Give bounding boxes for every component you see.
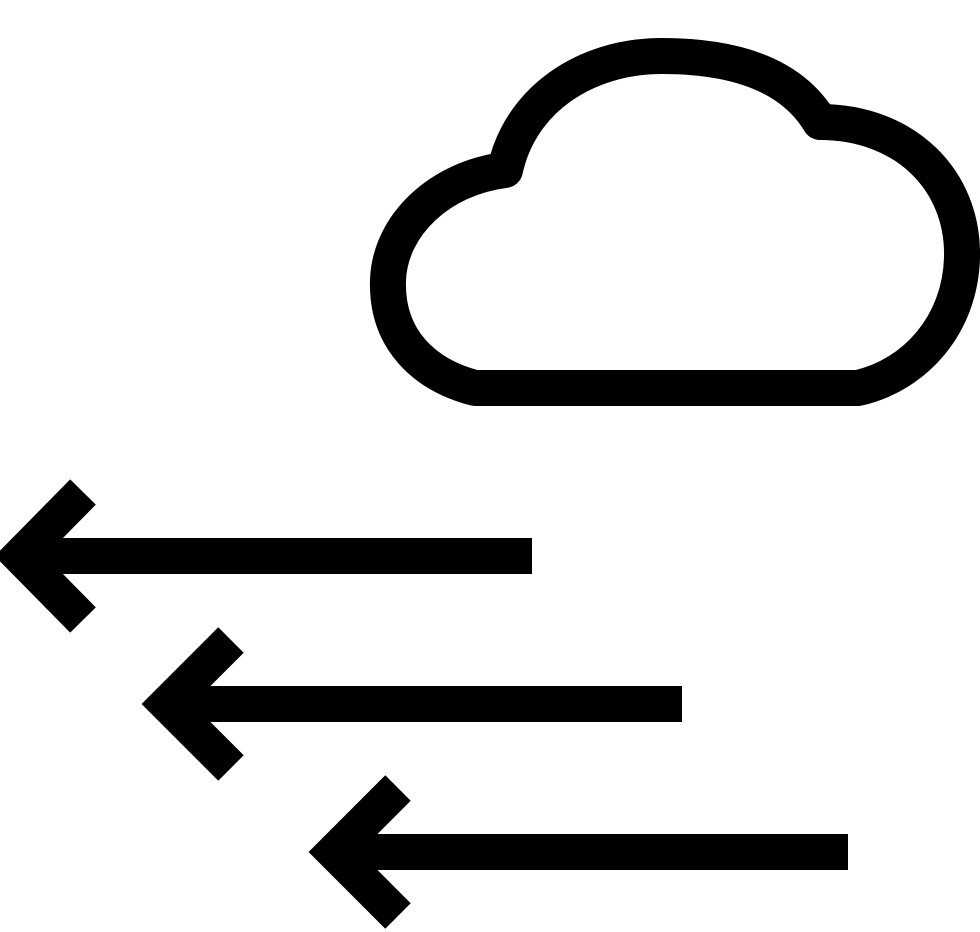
cloud-icon [369,38,980,406]
arrow-left-icon [308,775,848,929]
arrow-left-icon [141,627,682,781]
arrow-left-icon [0,479,532,633]
